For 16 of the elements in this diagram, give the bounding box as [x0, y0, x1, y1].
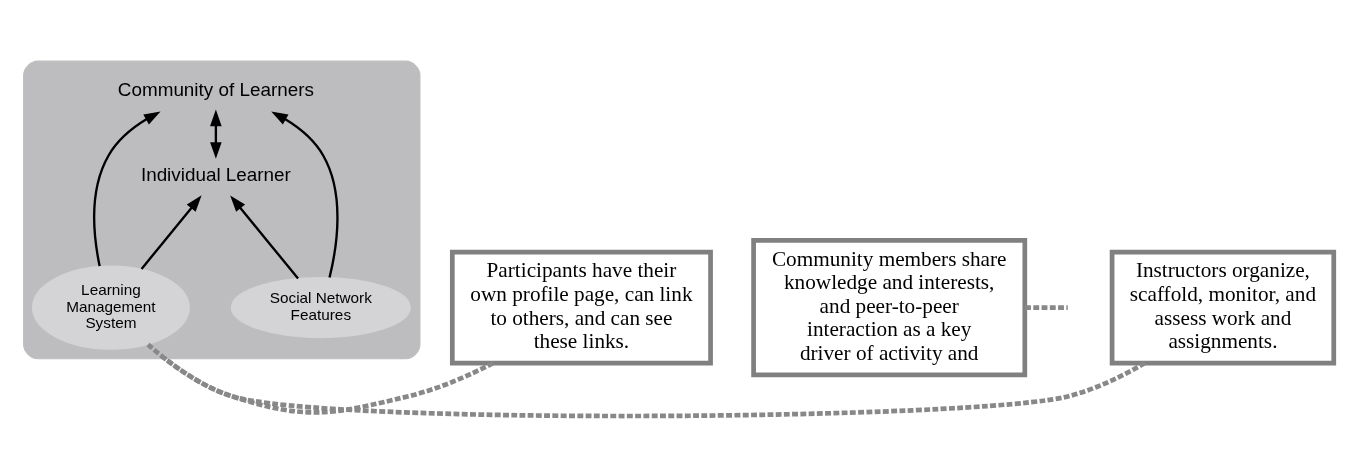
- connector: [1025, 305, 1068, 310]
- node-box: Participants have their own profile page, can link to others, and can see these links.: [449, 249, 713, 366]
- arrow: [271, 111, 339, 278]
- node-ellipse: Social Network Features: [230, 277, 411, 339]
- cluster: [23, 60, 421, 360]
- node-ellipse: Learning Management System: [32, 265, 190, 350]
- arrow: [230, 195, 299, 280]
- node-text: Community of Learners: [117, 79, 314, 101]
- connector: [163, 356, 495, 415]
- arrow: [140, 195, 202, 270]
- node-box: Instructors organize, scaffold, monitor, and assess work and assignments.: [1109, 249, 1337, 366]
- arrow: [210, 109, 222, 159]
- connector: [146, 342, 1147, 419]
- node-text: Individual Learner: [140, 164, 291, 186]
- node-box: Community members share knowledge and interests, and peer-to-peer interaction as a key driver of activity and: [751, 238, 1028, 378]
- arrow: [93, 111, 161, 267]
